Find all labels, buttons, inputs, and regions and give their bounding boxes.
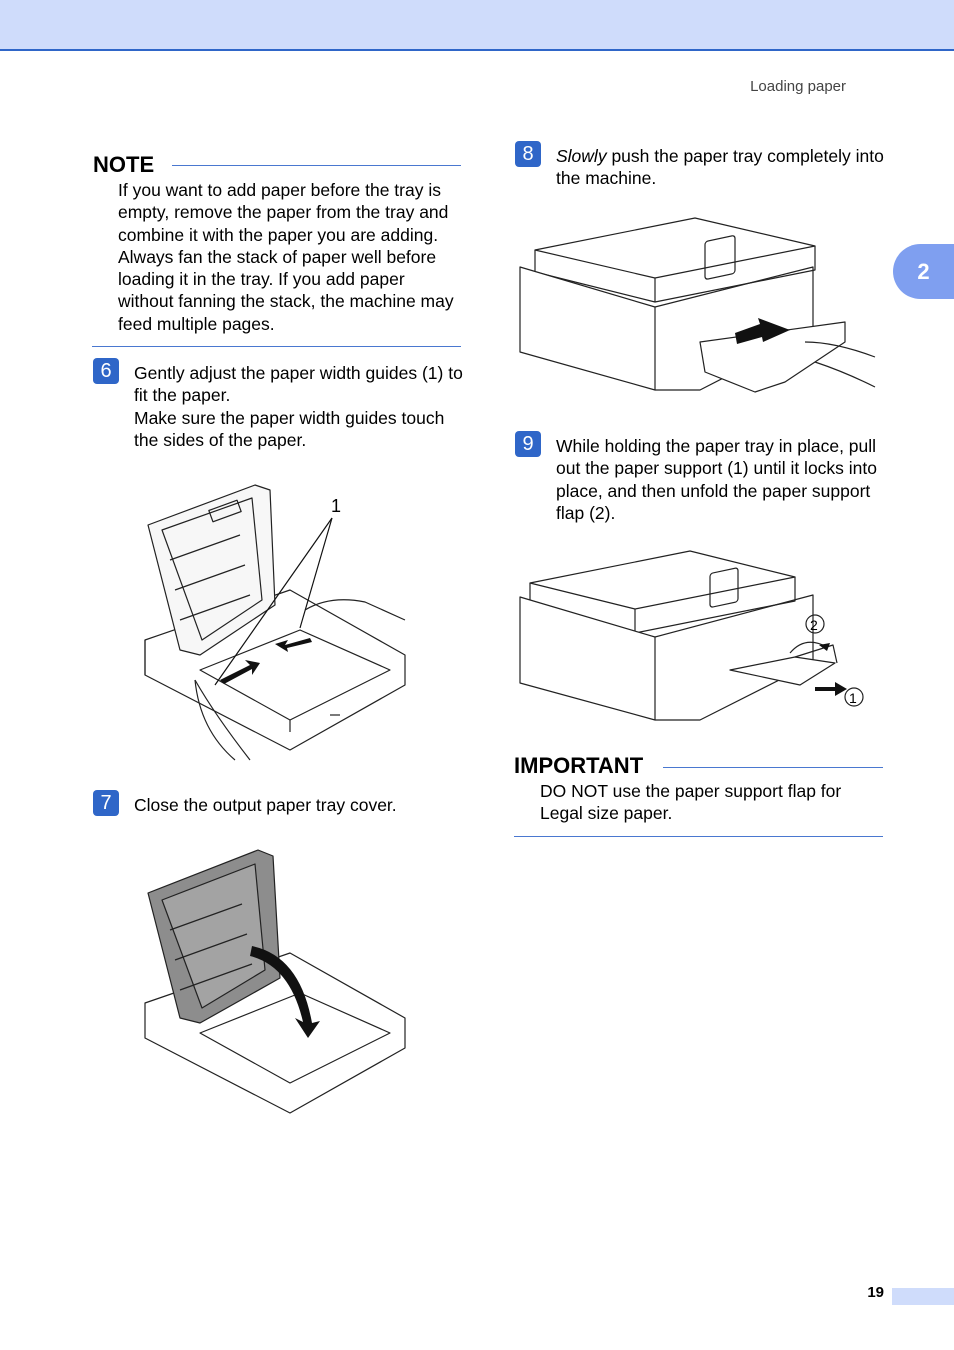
important-text: DO NOT use the paper support flap for Le… [540, 781, 842, 824]
note-heading-rule [172, 165, 461, 166]
note-text: If you want to add paper before the tray… [118, 180, 454, 334]
push-tray-illustration [519, 217, 876, 393]
header-band [0, 0, 954, 51]
step-9-text: While holding the paper tray in place, p… [556, 436, 878, 523]
page-number: 19 [867, 1284, 884, 1301]
step-6-number: 6 [93, 358, 119, 384]
paper-support-illustration: 2 1 [519, 550, 864, 721]
important-heading-rule [663, 767, 883, 768]
step-8-number: 8 [515, 141, 541, 167]
note-bottom-rule [92, 346, 461, 347]
step-6-text-a: Gently adjust the paper width guides (1)… [134, 363, 463, 406]
step-9-callout-1: 1 [849, 690, 857, 706]
important-bottom-rule [514, 836, 883, 837]
important-heading: IMPORTANT [514, 753, 644, 778]
paper-tray-guides-illustration: 1 [144, 484, 406, 761]
step-9-number: 9 [515, 431, 541, 457]
page-number-bar [892, 1288, 954, 1305]
step-7-number: 7 [93, 790, 119, 816]
step-8-text: Slowly push the paper tray completely in… [556, 145, 886, 190]
step-7-text: Close the output paper tray cover. [134, 795, 397, 815]
step-6-callout: 1 [331, 496, 341, 516]
step-8-emphasis: Slowly [556, 146, 607, 166]
step-9-callout-2: 2 [810, 617, 818, 633]
step-6-text-b: Make sure the paper width guides touch t… [134, 408, 445, 451]
note-heading: NOTE [93, 152, 155, 177]
chapter-tab: 2 [893, 244, 954, 299]
close-output-tray-illustration [144, 849, 406, 1114]
running-title: Loading paper [750, 78, 846, 95]
step-8-text-rest: push the paper tray completely into the … [556, 146, 884, 189]
